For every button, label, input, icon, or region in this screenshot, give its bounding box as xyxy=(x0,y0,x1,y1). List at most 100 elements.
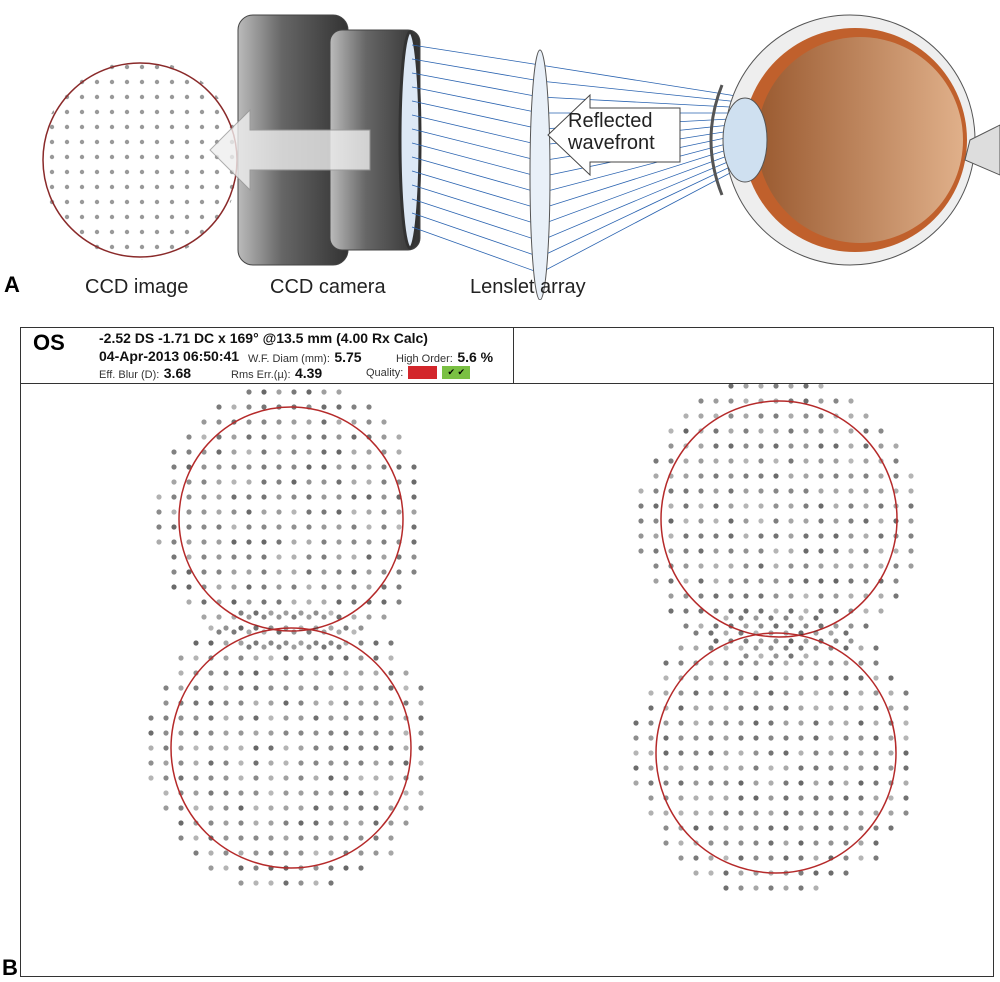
spot xyxy=(261,494,266,499)
spot xyxy=(743,518,748,523)
spot xyxy=(321,539,326,544)
spot xyxy=(768,660,773,665)
spot xyxy=(638,503,643,508)
spot xyxy=(388,640,393,645)
spot xyxy=(828,630,833,635)
spot xyxy=(238,685,243,690)
spot xyxy=(351,479,356,484)
spot xyxy=(833,488,838,493)
spot xyxy=(753,810,758,815)
spot xyxy=(306,389,311,394)
spot xyxy=(298,670,303,675)
spot xyxy=(178,685,183,690)
spot xyxy=(893,473,898,478)
spot xyxy=(653,518,658,523)
spot xyxy=(728,563,733,568)
spot xyxy=(381,419,386,424)
spot xyxy=(863,518,868,523)
spot xyxy=(373,700,378,705)
spot xyxy=(783,735,788,740)
spot xyxy=(698,473,703,478)
spot xyxy=(253,880,258,885)
spot xyxy=(298,760,303,765)
spot xyxy=(638,488,643,493)
spot xyxy=(648,810,653,815)
spot xyxy=(903,795,908,800)
spot xyxy=(366,494,371,499)
spot xyxy=(411,509,416,514)
spot xyxy=(873,675,878,680)
spot xyxy=(261,419,266,424)
spot xyxy=(238,820,243,825)
spot xyxy=(708,840,713,845)
spot xyxy=(798,795,803,800)
spot xyxy=(783,645,788,650)
spot xyxy=(893,458,898,463)
spot xyxy=(396,464,401,469)
spot xyxy=(178,775,183,780)
spot xyxy=(321,599,326,604)
spot xyxy=(858,810,863,815)
spot xyxy=(411,524,416,529)
spot xyxy=(223,730,228,735)
spot xyxy=(743,563,748,568)
spot xyxy=(366,614,371,619)
spot xyxy=(678,795,683,800)
spot xyxy=(753,780,758,785)
spot xyxy=(728,428,733,433)
spot xyxy=(788,533,793,538)
spot xyxy=(328,700,333,705)
spot xyxy=(261,479,266,484)
spot xyxy=(336,644,341,649)
spot xyxy=(858,645,863,650)
spot xyxy=(873,690,878,695)
spot xyxy=(738,675,743,680)
spot xyxy=(788,653,793,658)
spot xyxy=(753,840,758,845)
spot xyxy=(291,569,296,574)
spot xyxy=(231,524,236,529)
spot xyxy=(148,745,153,750)
spot xyxy=(723,660,728,665)
spot xyxy=(843,795,848,800)
spot xyxy=(186,509,191,514)
spot xyxy=(848,533,853,538)
spot xyxy=(648,690,653,695)
spot xyxy=(843,810,848,815)
spot xyxy=(768,780,773,785)
spot xyxy=(803,563,808,568)
spot xyxy=(261,509,266,514)
spot xyxy=(246,584,251,589)
spot xyxy=(803,443,808,448)
spot xyxy=(186,524,191,529)
spot xyxy=(708,720,713,725)
spot xyxy=(306,464,311,469)
spot xyxy=(753,675,758,680)
spot xyxy=(276,509,281,514)
spot xyxy=(858,795,863,800)
spot xyxy=(336,389,341,394)
spot xyxy=(723,750,728,755)
spot xyxy=(773,548,778,553)
spot xyxy=(848,518,853,523)
spot xyxy=(863,578,868,583)
spot xyxy=(336,509,341,514)
spot xyxy=(758,548,763,553)
spot xyxy=(738,825,743,830)
spot xyxy=(783,780,788,785)
spot xyxy=(848,428,853,433)
spot xyxy=(753,690,758,695)
spot xyxy=(813,825,818,830)
spot xyxy=(773,488,778,493)
spot xyxy=(783,840,788,845)
spot xyxy=(798,780,803,785)
spot xyxy=(373,685,378,690)
spot xyxy=(828,675,833,680)
spot xyxy=(313,880,318,885)
spot xyxy=(298,820,303,825)
spot xyxy=(863,488,868,493)
spot xyxy=(728,443,733,448)
spot xyxy=(238,745,243,750)
spot xyxy=(683,503,688,508)
spot xyxy=(818,518,823,523)
